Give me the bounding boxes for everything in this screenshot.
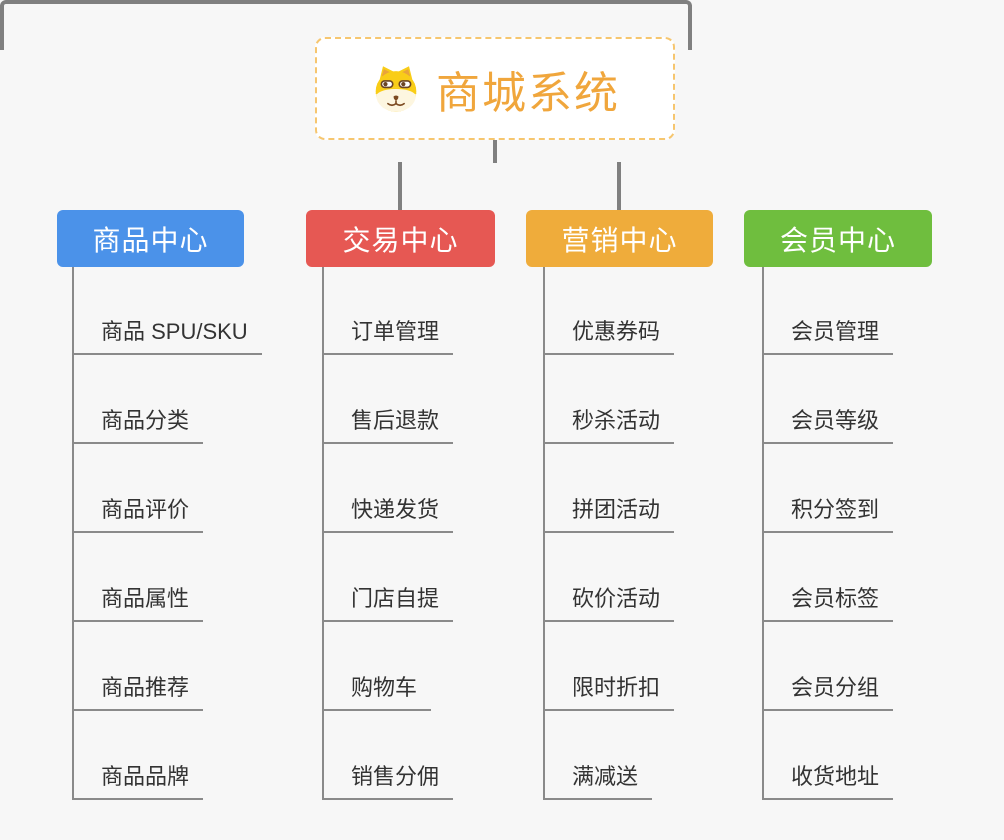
leaf-item[interactable]: 商品品牌 bbox=[74, 760, 204, 800]
root-node[interactable]: 商城系统 bbox=[315, 37, 675, 140]
leaf-item[interactable]: 订单管理 bbox=[324, 315, 454, 355]
branch-column-marketing: 优惠券码 秒杀活动 拼团活动 砍价活动 限时折扣 满减送 bbox=[543, 267, 675, 800]
leaf-item[interactable]: 会员标签 bbox=[764, 582, 894, 622]
leaf-item[interactable]: 商品属性 bbox=[74, 582, 204, 622]
dog-face-icon bbox=[370, 63, 422, 115]
connector-root-stem bbox=[493, 139, 497, 163]
branch-column-product: 商品 SPU/SKU 商品分类 商品评价 商品属性 商品推荐 商品品牌 bbox=[72, 267, 262, 800]
branch-node-product[interactable]: 商品中心 bbox=[57, 210, 244, 267]
branch-column-member: 会员管理 会员等级 积分签到 会员标签 会员分组 收货地址 bbox=[762, 267, 894, 800]
leaf-item[interactable]: 商品分类 bbox=[74, 404, 204, 444]
leaf-item[interactable]: 会员管理 bbox=[764, 315, 894, 355]
connector-drop-marketing bbox=[617, 162, 621, 210]
leaf-item[interactable]: 商品 SPU/SKU bbox=[74, 315, 262, 355]
leaf-item[interactable]: 商品推荐 bbox=[74, 671, 204, 711]
root-label: 商城系统 bbox=[436, 68, 620, 118]
leaf-item[interactable]: 售后退款 bbox=[324, 404, 454, 444]
leaf-item[interactable]: 会员等级 bbox=[764, 404, 894, 444]
leaf-item[interactable]: 满减送 bbox=[545, 760, 653, 800]
leaf-item[interactable]: 限时折扣 bbox=[545, 671, 675, 711]
branch-label: 商品中心 bbox=[92, 224, 209, 256]
branch-label: 营销中心 bbox=[561, 224, 678, 256]
branch-label: 交易中心 bbox=[342, 224, 459, 256]
leaf-item[interactable]: 优惠券码 bbox=[545, 315, 675, 355]
leaf-item[interactable]: 快递发货 bbox=[324, 493, 454, 533]
leaf-item[interactable]: 拼团活动 bbox=[545, 493, 675, 533]
leaf-item[interactable]: 积分签到 bbox=[764, 493, 894, 533]
branch-label: 会员中心 bbox=[779, 224, 896, 256]
connector-drop-trade bbox=[398, 162, 402, 210]
connector-bus bbox=[0, 0, 692, 50]
leaf-item[interactable]: 商品评价 bbox=[74, 493, 204, 533]
leaf-item[interactable]: 秒杀活动 bbox=[545, 404, 675, 444]
branch-node-trade[interactable]: 交易中心 bbox=[306, 210, 495, 267]
leaf-item[interactable]: 销售分佣 bbox=[324, 760, 454, 800]
leaf-item[interactable]: 会员分组 bbox=[764, 671, 894, 711]
branch-node-marketing[interactable]: 营销中心 bbox=[526, 210, 713, 267]
leaf-item[interactable]: 门店自提 bbox=[324, 582, 454, 622]
leaf-item[interactable]: 购物车 bbox=[324, 671, 432, 711]
branch-node-member[interactable]: 会员中心 bbox=[744, 210, 932, 267]
leaf-item[interactable]: 收货地址 bbox=[764, 760, 894, 800]
leaf-item[interactable]: 砍价活动 bbox=[545, 582, 675, 622]
branch-column-trade: 订单管理 售后退款 快递发货 门店自提 购物车 销售分佣 bbox=[322, 267, 454, 800]
